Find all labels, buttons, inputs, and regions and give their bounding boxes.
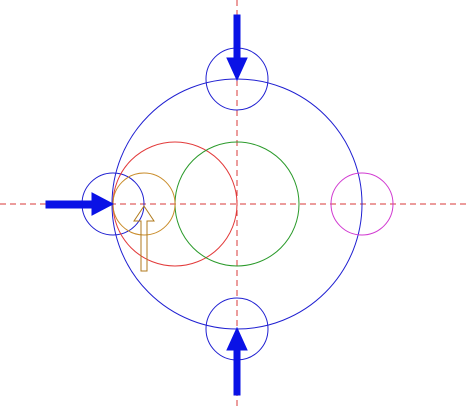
left-arrow — [45, 192, 115, 216]
arrows — [45, 14, 248, 396]
magenta-circle — [330, 172, 394, 236]
hollow-arrow — [133, 205, 155, 272]
top-arrow — [226, 14, 248, 82]
bottom-arrow — [226, 326, 248, 396]
